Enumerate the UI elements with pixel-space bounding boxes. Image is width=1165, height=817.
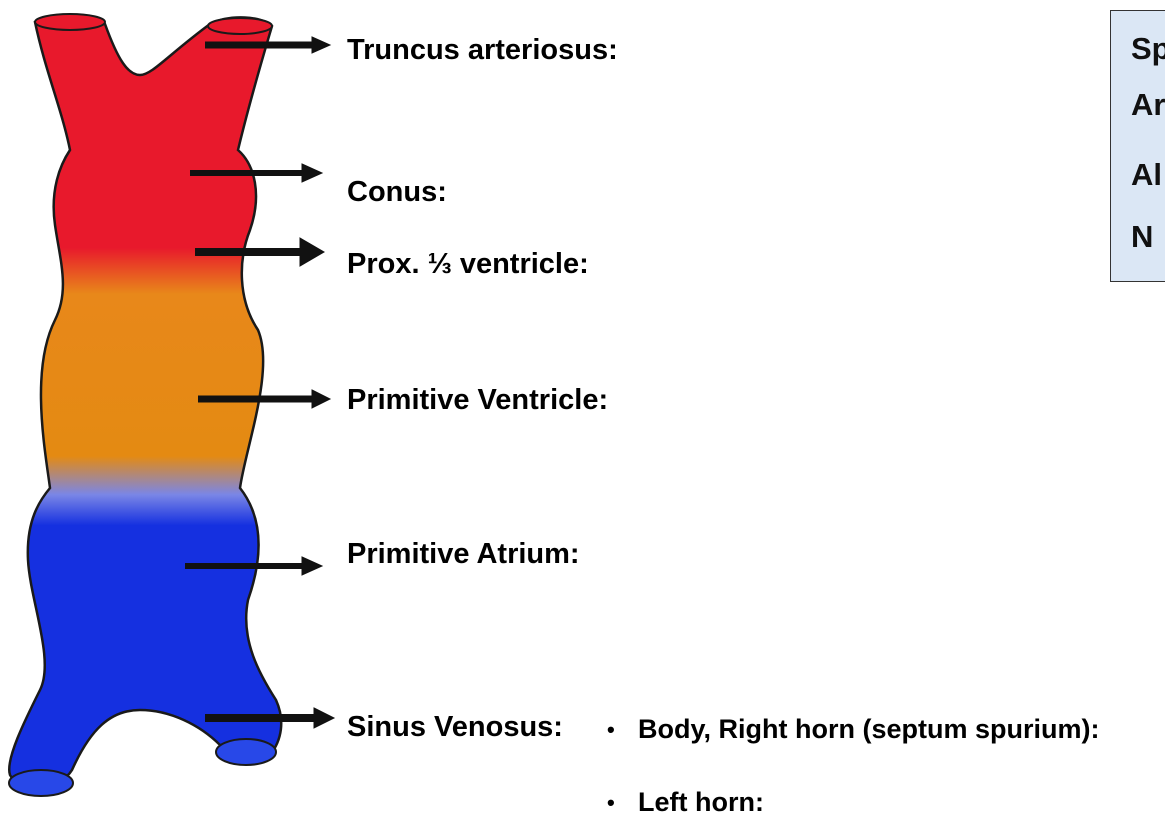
prox-arrowhead <box>300 238 324 266</box>
side-box-line: Al <box>1131 159 1162 190</box>
truncus-arrowhead <box>312 37 330 53</box>
sinus-venosus-label: Sinus Venosus: <box>347 713 563 742</box>
side-text-box: Sp Ar Al N <box>1110 10 1165 282</box>
truncus-left-opening <box>35 14 105 30</box>
ventricle-arrowhead <box>312 390 330 408</box>
side-box-line: N <box>1131 221 1153 252</box>
primitive-atrium-label: Primitive Atrium: <box>347 540 580 569</box>
sinus-item-bullet: • <box>607 719 615 741</box>
conus-arrowhead <box>302 164 322 182</box>
sinus-arrowhead <box>314 708 334 728</box>
side-box-line: Ar <box>1131 89 1165 120</box>
left-horn-opening <box>9 770 73 796</box>
atrium-arrowhead <box>302 557 322 575</box>
truncus-arteriosus-label: Truncus arteriosus: <box>347 36 618 65</box>
right-horn-opening <box>216 739 276 765</box>
side-box-line: Sp <box>1131 33 1165 64</box>
prox-third-ventricle-label: Prox. ⅓ ventricle: <box>347 250 589 279</box>
sinus-item-body-right-horn: Body, Right horn (septum spurium): <box>638 716 1099 743</box>
truncus-right-opening <box>208 18 272 34</box>
sinus-item-left-horn: Left horn: <box>638 789 764 816</box>
sinus-item-bullet: • <box>607 792 615 814</box>
primitive-ventricle-label: Primitive Ventricle: <box>347 386 608 415</box>
conus-label: Conus: <box>347 178 447 207</box>
